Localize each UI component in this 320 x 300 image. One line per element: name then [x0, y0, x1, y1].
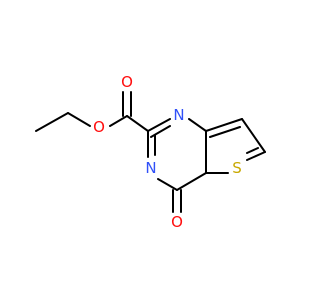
bond-ethyl-ch2-o	[67, 112, 91, 127]
bond-c7a-c7-a	[205, 118, 243, 132]
structure-canvas: O O N N S O	[35, 73, 266, 231]
bond-c4-c4a	[176, 172, 207, 191]
bond-carbonylc-c2	[126, 115, 149, 132]
bond-c6-s-a	[246, 151, 266, 161]
bond-ethyl-ch3-ch2	[35, 112, 69, 132]
bond-n3-c4	[157, 178, 178, 191]
bond-c7-c6	[241, 118, 266, 153]
molecule-diagram: O O N N S O	[35, 73, 266, 231]
bond-c2-n1-a	[147, 118, 171, 132]
bond-o-carbonylc	[109, 115, 128, 127]
atom-o-ester-carbonyl: O	[121, 73, 133, 91]
bond-c6-s-b	[246, 147, 259, 154]
atom-s-ring: S	[232, 159, 242, 177]
atom-n-top: N	[173, 106, 184, 124]
atom-o-ketone: O	[171, 213, 183, 231]
atom-o-ester-ether: O	[93, 118, 105, 136]
bond-n1-c7a	[188, 118, 207, 132]
bond-c7a-c7-b	[209, 126, 241, 138]
atom-n-bottom: N	[145, 159, 156, 177]
